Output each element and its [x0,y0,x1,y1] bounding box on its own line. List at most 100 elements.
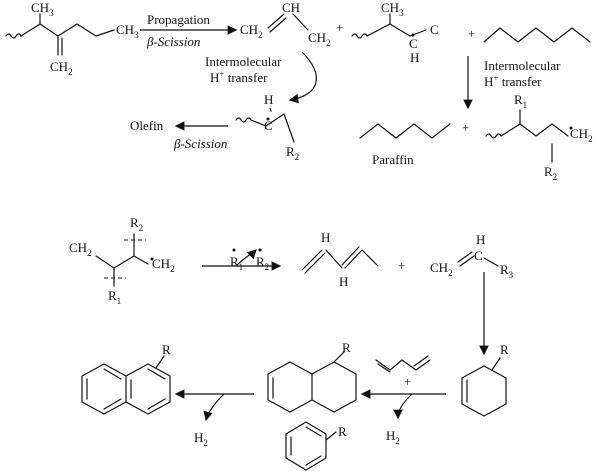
butadiene: H H [301,230,379,289]
allyl-ch2-right: CH2 [308,30,331,48]
allyl-ch2-left: CH2 [240,22,263,40]
r-benzene: R [338,424,347,439]
branched-radical: R1 CH2 R2 [485,92,593,182]
propagation-label: Propagation [147,12,210,27]
benzene-r-bond [325,431,337,441]
skeleton-bonds-1 [20,23,115,37]
plus-1: + [336,20,343,35]
fragment-bonds [95,233,149,287]
fragment-radical: CH2 R2 CH2 R1 [69,215,175,306]
butadiene-small [375,355,431,373]
radical-dot-1 [411,33,415,37]
wavy-bond-4 [485,133,502,139]
plus-3: + [462,120,469,135]
radical-dot-r1 [232,248,236,252]
wavy-bond-2 [351,33,368,39]
radical-dot-2 [266,117,270,121]
olefin-label: Olefin [130,118,164,133]
benzene-inner-bonds [290,426,322,466]
radical-ch3: CH3 [381,0,404,18]
ch3-label-top: CH3 [31,0,54,18]
ch2-vinyl: CH2 [430,260,453,278]
allyl-product: CH2 CH CH2 + [240,0,343,48]
r3-vinyl: R3 [500,262,514,280]
h-vinyl: H [476,232,485,247]
c-vinyl: C [474,248,483,263]
intermolecular-label-2: Intermolecular [484,58,561,73]
radical-dot-4 [150,257,154,261]
allyl-bonds [267,13,309,33]
radical-c: C [409,36,418,51]
naph-right-ring [125,363,171,415]
cyclohexene: R [461,342,509,417]
r2-b: R2 [130,215,143,233]
r1-right: R1 [514,92,527,110]
wavy-bond-1 [5,33,22,39]
mid-h: H [264,92,273,107]
beta-scission-label-1: β-Scission [146,34,200,49]
r2-mid: R2 [256,254,269,272]
naph-r-bond [155,355,165,369]
diene-bonds [301,246,379,274]
mid-radical-bonds [250,113,295,143]
r2-right: R2 [544,164,557,182]
intermolecular-label-1: Intermolecular [205,54,282,69]
loss-arrow-r1r2 [235,249,257,267]
ch2-b: CH2 [69,240,92,258]
beta-scission-label-2: β-Scission [173,136,227,151]
h2-loss-arrow-right [393,393,413,420]
cleavage-dashes [104,239,146,279]
ch2-right: CH2 [570,126,593,144]
r-decalin: R [342,340,351,355]
alkane-zigzag-paraffin [359,123,451,139]
cyclohexene-r-bond [491,357,501,371]
paraffin-product: Paraffin + [359,120,469,167]
naphthalene: R [81,342,171,415]
h-transfer-step-1: Intermolecular H+ transfer [205,51,317,104]
mid-h-bond [269,107,273,115]
plus-5: + [404,374,411,389]
r-cyclohexene: R [500,342,509,357]
octahydronaphthalene: R [267,340,357,413]
ch2-label-left: CH2 [50,59,73,77]
radical-dot-r2 [258,248,262,252]
r-naph: R [162,342,171,357]
radical-dot-3 [569,126,573,130]
radical-c2: C [430,22,439,37]
radical-bonds [366,23,427,37]
radical-h: H [410,50,419,65]
allyl-ch: CH [282,0,300,15]
alkane-zigzag-top [483,27,591,43]
exo-double-bond [57,35,63,56]
fragmentation-step: R1 R2 [202,248,282,272]
h2-left: H2 [194,430,208,448]
decalin-right-ring [311,361,357,413]
ch3-label-right: CH3 [116,22,139,40]
naph-left-ring [81,363,127,415]
h2-loss-arrow-left [203,393,225,422]
mid-c: C [264,118,273,133]
curved-arrow-h-transfer [288,51,317,104]
ch2-b2: CH2 [152,256,175,274]
h-diene-top: H [321,230,330,245]
r1-b: R1 [108,288,121,306]
r1-mid: R1 [230,254,243,272]
mid-r2: R2 [286,144,299,162]
h-diene-bottom: H [339,274,348,289]
diels-alder-step: + H2 [360,355,446,446]
branched-bonds [500,109,569,163]
h-transfer-label-2: H+ transfer [484,73,542,89]
vinyl-species: H CH2 C R3 [430,232,514,356]
olefin-step: Olefin β-Scission H C R2 [130,92,299,162]
dehydrogenation-step: H2 [174,389,254,448]
propagation-step: Propagation β-Scission [140,12,238,49]
benzene: R [285,421,347,471]
vinyl-bonds [457,251,499,267]
decalin-r-bond [333,351,345,363]
starting-olefin: CH3 CH3 CH2 [5,0,139,77]
paraffin-label: Paraffin [372,152,414,167]
cyclohexene-ring [461,365,507,417]
naph-inner-bonds [86,368,166,410]
